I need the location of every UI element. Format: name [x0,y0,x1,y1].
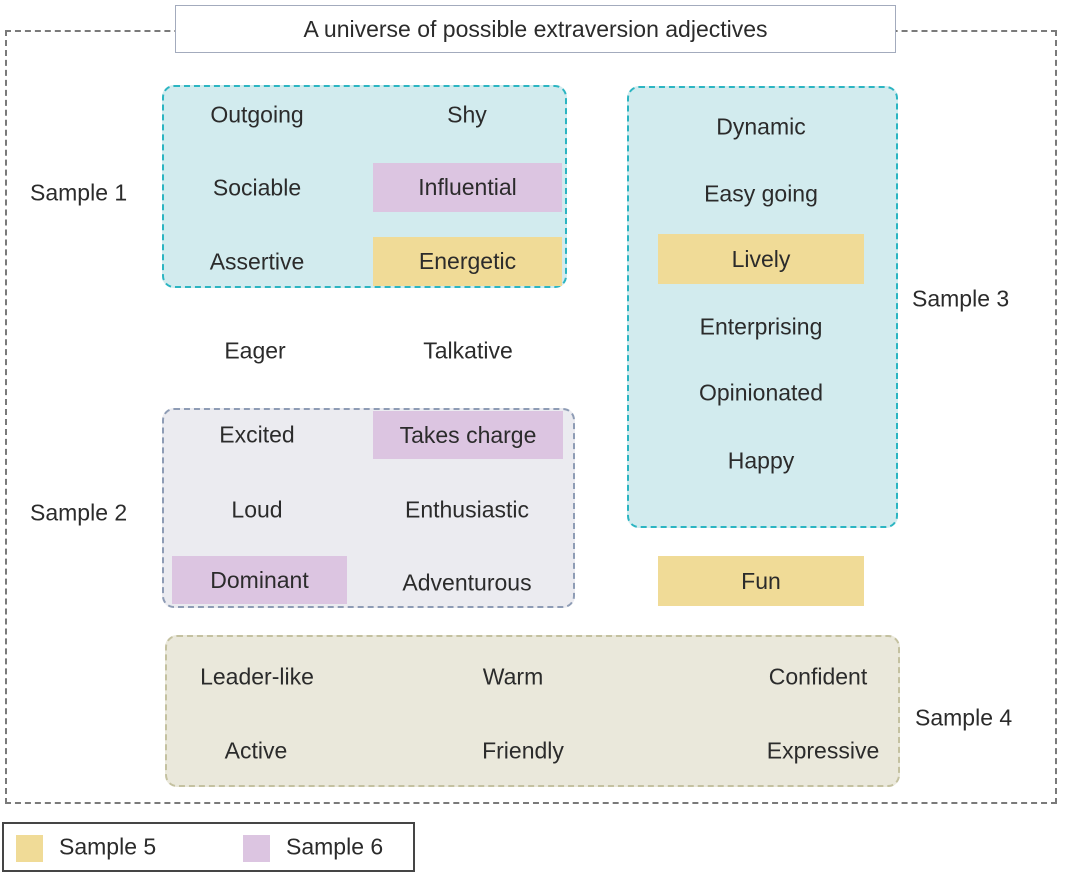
word-outgoing: Outgoing [210,101,304,128]
legend-label-sample5: Sample 5 [59,833,157,860]
figure-title-box: A universe of possible extraversion adje… [175,5,896,53]
legend-label-sample6: Sample 6 [286,833,384,860]
word-shy: Shy [447,101,487,128]
word-enterprising: Enterprising [699,313,823,340]
sample3-box [627,86,898,528]
word-excited: Excited [219,421,295,448]
word-talkative: Talkative [423,337,513,364]
word-eager: Eager [224,337,286,364]
sample3-label: Sample 3 [912,285,1010,312]
word-dominant-sample6-highlight: Dominant [172,556,347,604]
word-adventurous: Adventurous [402,569,532,596]
word-friendly: Friendly [482,737,564,764]
sample4-label: Sample 4 [915,704,1013,731]
legend: Sample 5 Sample 6 [2,822,415,872]
word-easy-going: Easy going [704,180,818,207]
sample2-label: Sample 2 [30,499,128,526]
word-sociable: Sociable [212,174,302,201]
word-opinionated: Opinionated [698,379,824,406]
word-happy: Happy [727,447,795,474]
word-influential-sample6-highlight: Influential [373,163,562,212]
word-energetic-sample5-highlight: Energetic [373,237,562,286]
word-fun-sample5-highlight: Fun [658,556,864,606]
word-confident: Confident [768,663,868,690]
word-lively-sample5-highlight: Lively [658,234,864,284]
word-expressive: Expressive [766,737,880,764]
word-active: Active [224,737,288,764]
sample4-box [165,635,900,787]
word-warm: Warm [482,663,544,690]
word-enthusiastic: Enthusiastic [404,496,530,523]
sample5-swatch-icon [16,835,43,862]
word-assertive: Assertive [209,248,305,275]
sample1-label: Sample 1 [30,179,128,206]
figure-title: A universe of possible extraversion adje… [303,15,768,42]
word-takes-charge-sample6-highlight: Takes charge [373,411,563,459]
word-dynamic: Dynamic [716,113,806,140]
word-leader-like: Leader-like [200,663,314,690]
word-loud: Loud [231,496,283,523]
sample6-swatch-icon [243,835,270,862]
